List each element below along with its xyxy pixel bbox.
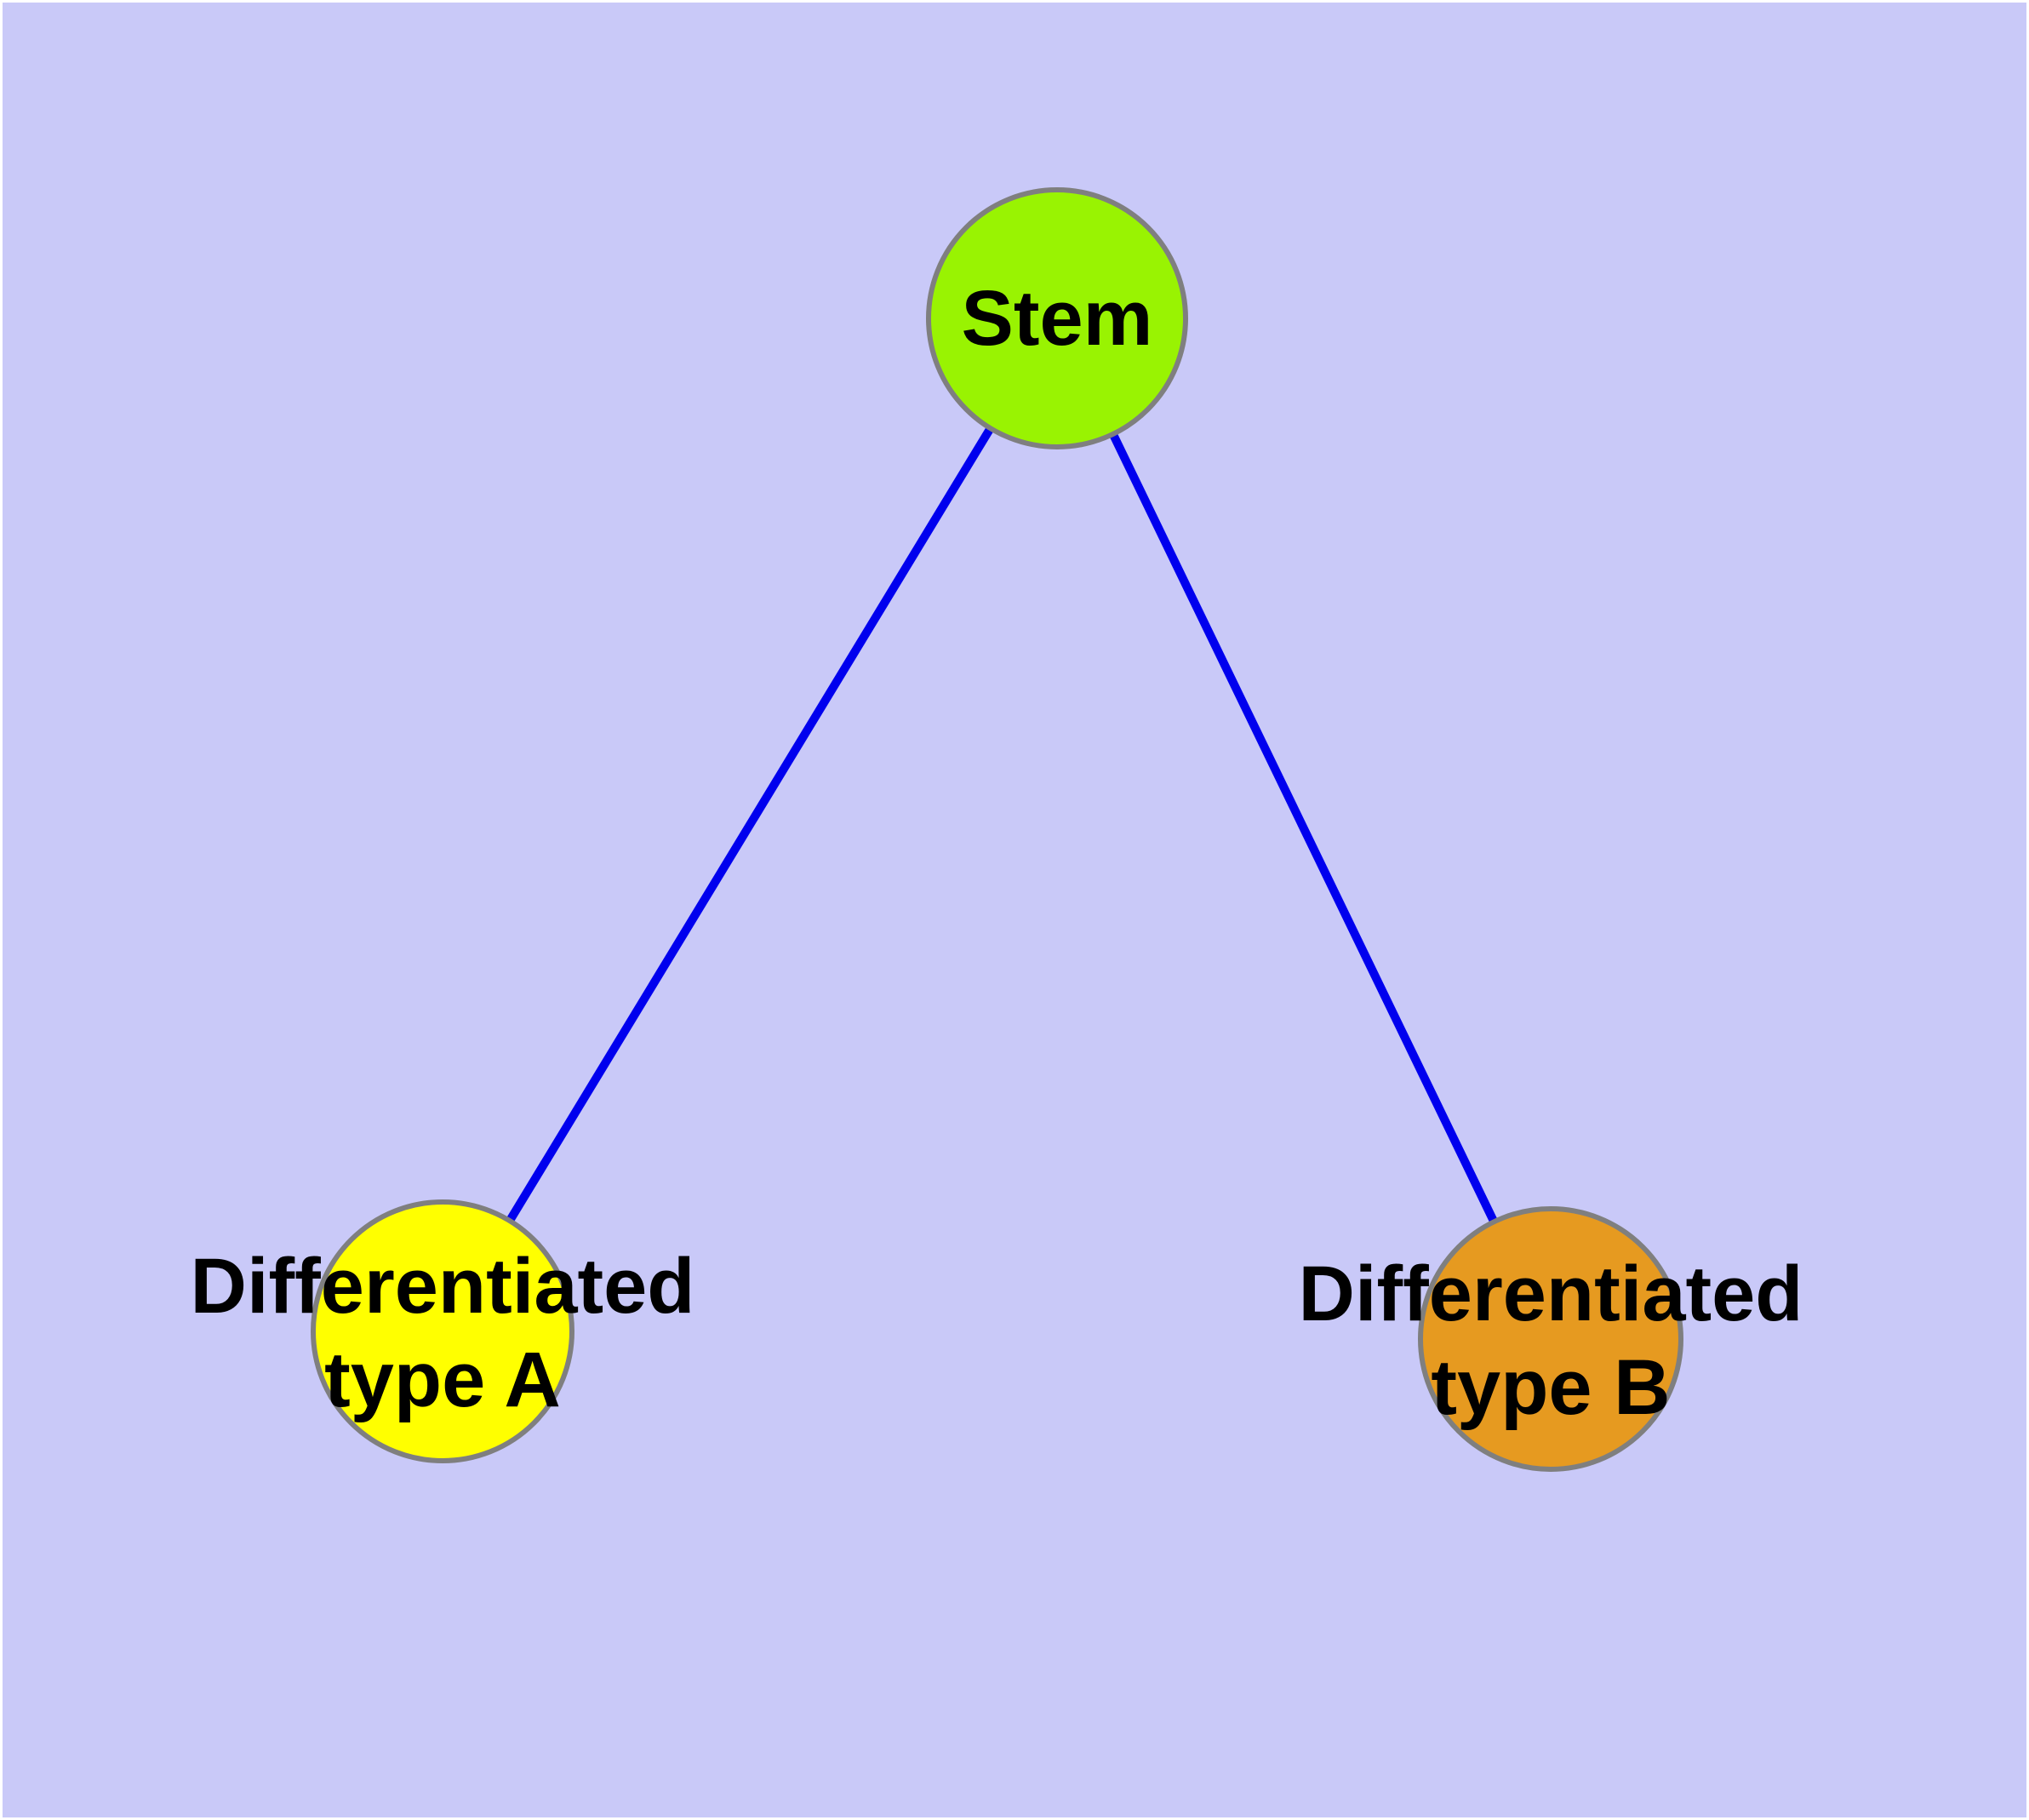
node-differentiated-type-b [1418, 1206, 1683, 1472]
node-type-a-label-line2: type A [324, 1336, 561, 1423]
node-differentiated-type-a [311, 1199, 574, 1463]
edge-stem-to-type-a [438, 316, 1061, 1334]
node-type-a-label-line1: Differentiated [191, 1243, 695, 1330]
node-type-b-label-line2: type B [1431, 1344, 1670, 1431]
node-stem-label: Stem [962, 275, 1153, 362]
node-type-b-label-line1: Differentiated [1299, 1251, 1803, 1337]
edge-stem-to-type-b [1053, 316, 1555, 1342]
node-stem [926, 187, 1188, 449]
